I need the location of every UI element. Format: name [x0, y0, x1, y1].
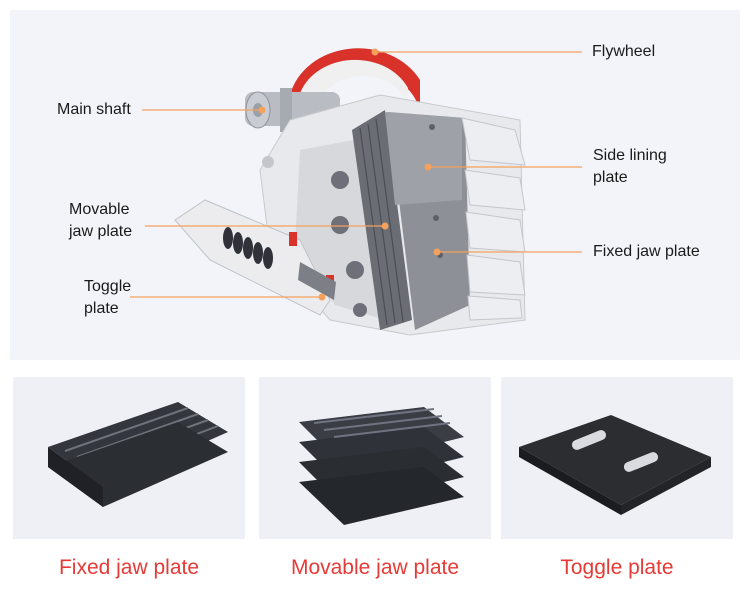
jaw-crusher-illustration: [130, 48, 582, 336]
movable-jaw-plate-card: Movable jaw plate: [259, 377, 491, 597]
callout-dots: [258, 48, 441, 301]
movable-jaw-plate-label: Movable jaw plate: [69, 199, 132, 243]
rear-frame-ribs: [461, 117, 526, 321]
main-shaft-label: Main shaft: [57, 101, 131, 118]
fixed-jaw-plate-card: Fixed jaw plate: [13, 377, 245, 597]
side-lining-plate-graphic: [385, 112, 462, 205]
spring-toggle-assembly: [174, 199, 336, 316]
flywheel-label: Flywheel: [592, 43, 656, 60]
fixed-jaw-plate-label: Fixed jaw plate: [593, 243, 700, 260]
movable-jaw-plate-label-line2: jaw plate: [69, 223, 133, 240]
toggle-plate-card: Toggle plate: [501, 377, 733, 597]
toggle-plate-label: Toggle plate: [84, 276, 131, 320]
movable-jaw-plate-photo: [299, 407, 464, 525]
side-lining-plate-label-line1: Side lining: [593, 147, 667, 164]
fixed-jaw-plate-photo: [48, 402, 228, 507]
flywheel-graphic: [290, 48, 421, 120]
side-lining-plate-label-line2: plate: [593, 169, 628, 186]
toggle-plate-label-line2: plate: [84, 300, 119, 317]
toggle-plate-caption: Toggle plate: [501, 539, 733, 597]
toggle-plate-photo: [519, 415, 711, 515]
movable-jaw-plate-label-line1: Movable: [69, 201, 130, 218]
toggle-plate-label-line1: Toggle: [84, 278, 132, 295]
fixed-jaw-plate-caption: Fixed jaw plate: [13, 539, 245, 597]
movable-jaw-plate-caption: Movable jaw plate: [259, 539, 491, 597]
callout-lines: [130, 51, 582, 298]
side-lining-plate-label: Side lining plate: [593, 145, 667, 189]
